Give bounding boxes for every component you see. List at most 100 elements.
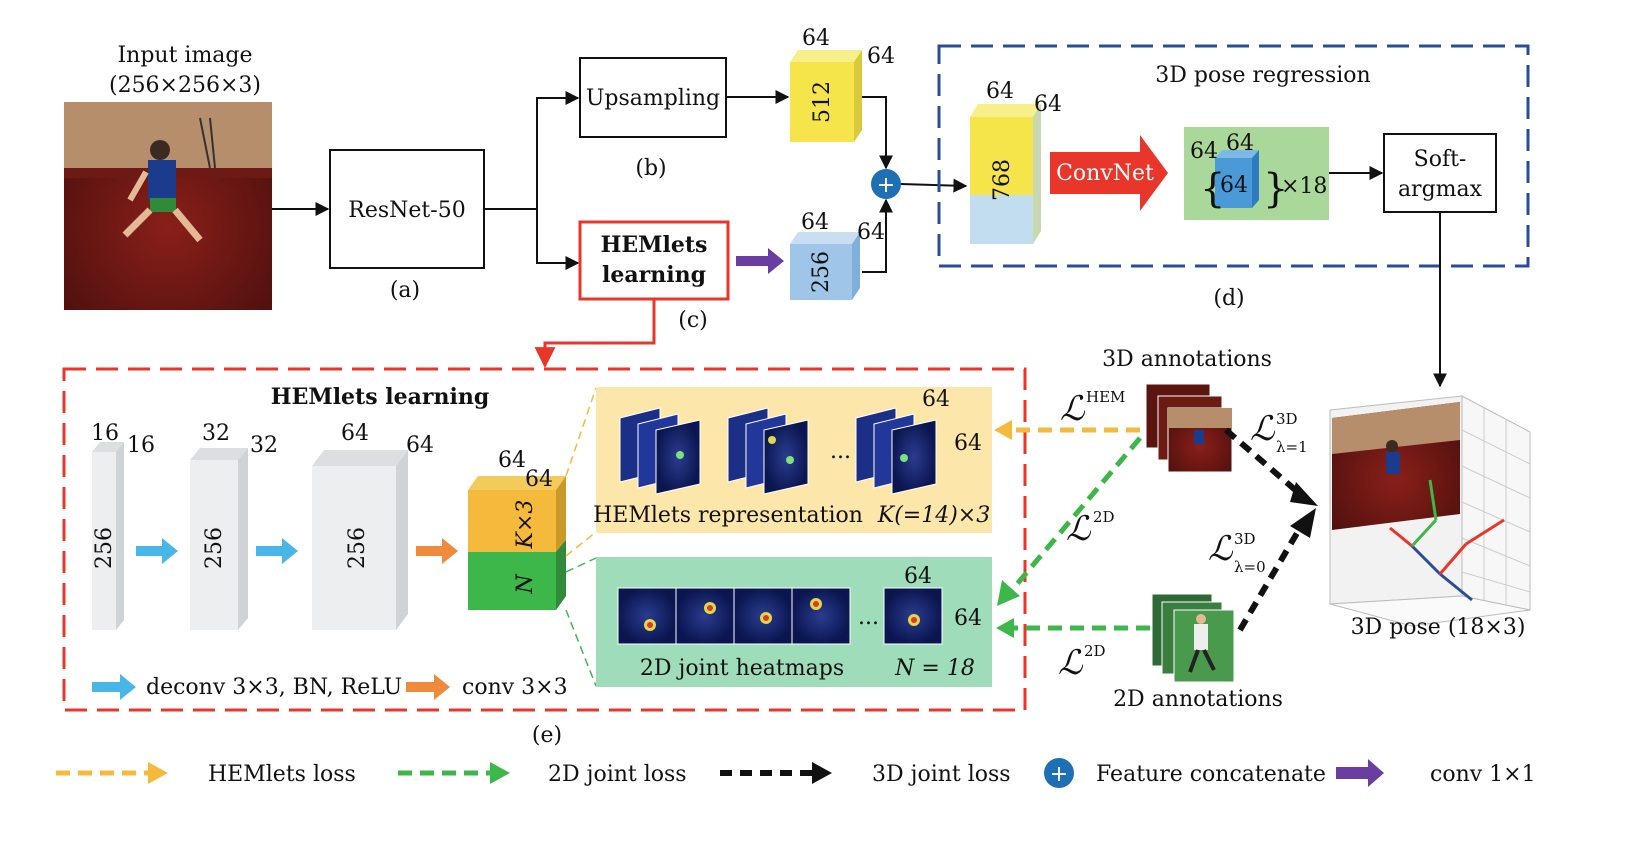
legend-concat-label: Feature concatenate [1096, 762, 1326, 787]
hemlets-ellipsis: ... [830, 439, 851, 464]
upsample-cube-d1: 64 [802, 26, 830, 51]
hemlets-detail-frame [62, 367, 1027, 712]
output-cube-bottom: N [513, 574, 538, 595]
hemlets-maps-group-3 [855, 407, 937, 495]
upsampling-label: Upsampling [586, 86, 720, 111]
input-title: Input image [117, 43, 252, 68]
deconv-block-1-d2: 16 [127, 433, 155, 458]
volume-d1: 64 [1190, 139, 1218, 164]
annotations-3d-images [1145, 383, 1233, 473]
heat-ellipsis: ... [858, 605, 879, 630]
softargmax-line2: argmax [1398, 177, 1483, 202]
output-cube-d1: 64 [498, 448, 526, 473]
pose-3d-label: 3D pose (18×3) [1351, 615, 1526, 640]
heat-panel-d2: 64 [954, 606, 982, 631]
volume-d2: 64 [1226, 131, 1254, 156]
hemlets-maps-group-2 [727, 407, 809, 495]
hemlets-cube-c: 256 [809, 251, 834, 293]
upsample-cube-c: 512 [810, 81, 835, 123]
brace-left: { [1200, 166, 1225, 212]
convnet-label: ConvNet [1056, 161, 1154, 186]
deconv-block-3-c: 256 [345, 527, 370, 569]
l2d-bottom-symbol: ℒ [1058, 643, 1084, 683]
heat-panel-label: 2D joint heatmaps [640, 656, 844, 681]
deconv-arrow-1 [136, 538, 178, 564]
hem-loss-sup: HEM [1086, 388, 1125, 406]
concat-cube-c: 768 [990, 159, 1015, 201]
legend-concat-plus: + [1050, 762, 1068, 787]
deconv-block-2 [190, 448, 248, 630]
upsample-cube-d2: 64 [867, 44, 895, 69]
l3d-1-symbol: ℒ [1250, 409, 1276, 449]
legend-concat-icon [1044, 758, 1074, 788]
concat-cube-d2: 64 [1034, 92, 1062, 117]
concat-node [871, 169, 901, 199]
deconv-block-3-d1: 64 [341, 421, 369, 446]
hem-panel-label: HEMlets representation [593, 503, 863, 528]
l3d-0-sub: λ=0 [1234, 558, 1266, 576]
annotations-2d-label: 2D annotations [1113, 687, 1283, 712]
concat-cube-d1: 64 [986, 79, 1014, 104]
hemlets-detail-tag: (e) [532, 723, 562, 748]
legend-conv1x1-arrow [1336, 759, 1384, 787]
output-cube-top: K×3 [513, 500, 538, 550]
deconv-block-2-d1: 32 [202, 421, 230, 446]
legend-2d-label: 2D joint loss [548, 762, 687, 787]
l3d-1-sup: 3D [1276, 410, 1298, 428]
conv-legend-arrow [406, 674, 450, 700]
hemlets-cube-d1: 64 [801, 210, 829, 235]
hemlets-block-line2: learning [602, 262, 706, 288]
annotations-2d-images [1151, 593, 1235, 683]
deconv-block-2-c: 256 [202, 527, 227, 569]
l3d-0-symbol: ℒ [1208, 529, 1234, 569]
regression-frame [937, 44, 1530, 268]
concat-feature-cube [970, 104, 1041, 244]
deconv-block-1-d1: 16 [91, 421, 119, 446]
legend-conv1x1-label: conv 1×1 [1430, 762, 1536, 787]
hemlets-detail-title: HEMlets learning [271, 384, 489, 410]
regression-title: 3D pose regression [1155, 63, 1370, 88]
volume-c: 64 [1220, 173, 1248, 198]
resnet-label: ResNet-50 [348, 198, 465, 223]
l3d-top-arrow [1224, 427, 1302, 497]
conv-legend-label: conv 3×3 [462, 675, 568, 700]
resnet-box [329, 149, 485, 269]
output-cube [468, 476, 566, 610]
legend-3d-label: 3D joint loss [872, 762, 1011, 787]
brace-right: } [1263, 166, 1288, 212]
concat-plus: + [877, 173, 895, 198]
hemlets-maps-group-1 [619, 407, 701, 495]
deconv-legend-label: deconv 3×3, BN, ReLU [146, 675, 402, 700]
hem-panel-count: K(=14)×3 [877, 503, 990, 528]
resnet-tag: (a) [390, 278, 420, 303]
hemlets-block-line1: HEMlets [601, 232, 708, 258]
deconv-block-3 [312, 450, 408, 630]
hemlets-feature-cube [790, 232, 860, 300]
output-cube-d2: 64 [525, 467, 553, 492]
deconv-legend-arrow [92, 674, 136, 700]
deconv-block-1-c: 256 [92, 527, 117, 569]
deconv-block-3-d2: 64 [406, 433, 434, 458]
softargmax-box [1383, 133, 1497, 213]
annotations-3d-label: 3D annotations [1102, 347, 1272, 372]
volume-rep: ×18 [1281, 174, 1327, 199]
legend-hem-label: HEMlets loss [208, 762, 356, 787]
l2d-top-sup: 2D [1093, 508, 1115, 526]
l2d-bottom-sup: 2D [1084, 642, 1106, 660]
upsampling-tag: (b) [635, 156, 666, 181]
deconv-arrow-2 [256, 538, 298, 564]
heatmap-strip [617, 587, 943, 645]
softargmax-line1: Soft- [1414, 147, 1467, 172]
pose-3d-plot [1329, 395, 1531, 627]
conv-arrow [416, 538, 458, 564]
input-image [64, 102, 272, 310]
convnet-arrow [1050, 135, 1168, 211]
l2d-top-arrow [1010, 436, 1142, 592]
hem-panel-d2: 64 [954, 431, 982, 456]
deconv-block-2-d2: 32 [250, 433, 278, 458]
deconv-block-1 [92, 442, 124, 630]
heat-panel-d1: 64 [904, 564, 932, 589]
upsample-feature-cube [790, 50, 862, 142]
regression-tag: (d) [1213, 286, 1244, 311]
